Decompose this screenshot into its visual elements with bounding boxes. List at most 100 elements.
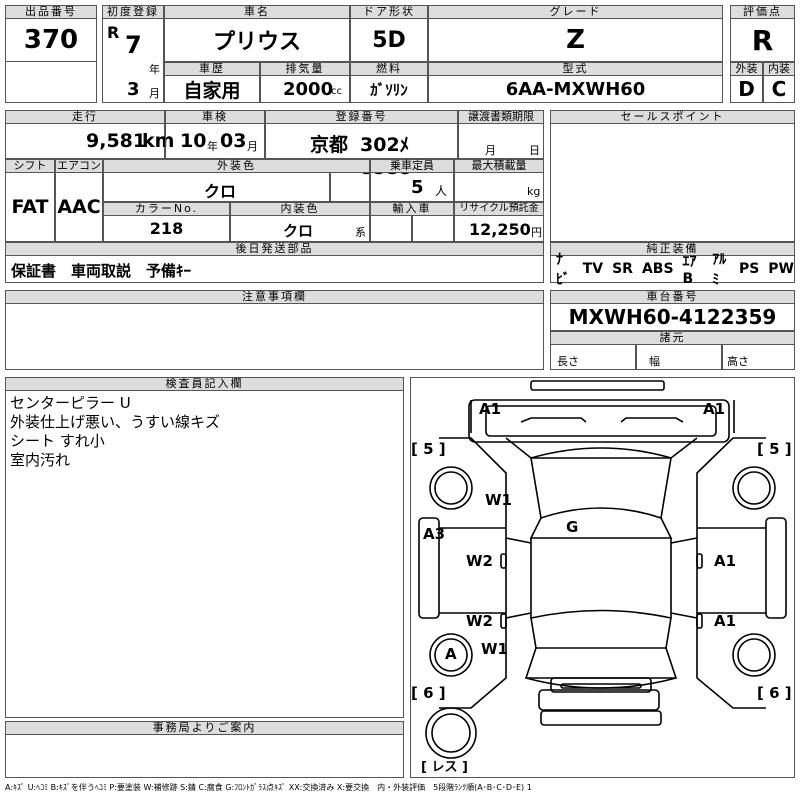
load-label: 最大積載量 xyxy=(454,159,544,173)
width-cell: 幅 xyxy=(636,344,722,370)
shift-label: シフト xyxy=(5,159,55,173)
inspector-line: センターピラー U xyxy=(10,394,131,412)
car-outline-svg xyxy=(418,380,787,759)
parts-cell: 保証書 車両取説 予備ｷｰ xyxy=(5,255,544,283)
equipment-list: ﾅﾋﾞ TV SR ABS ｴｱB ｱﾙﾐ PS PW xyxy=(550,252,795,288)
recycle: 12,250 xyxy=(469,220,531,239)
color-label: 外装色 xyxy=(103,159,370,173)
mileage: 9,581 xyxy=(86,130,147,152)
door-type: 5D xyxy=(350,18,428,62)
load-cell: kg xyxy=(454,172,544,202)
lot-label: 出品番号 xyxy=(5,5,97,19)
inspector-line: シート すれ小 xyxy=(10,432,105,450)
mileage-label: 走行 xyxy=(5,110,165,124)
length-cell: 長さ xyxy=(550,344,636,370)
import-cell-b xyxy=(412,215,454,242)
mileage-cell: 9,581 km xyxy=(5,123,174,159)
shift: FAT xyxy=(5,172,55,242)
notes-cell xyxy=(5,303,544,370)
inspector-line: 外装仕上げ悪い、うすい線キズ xyxy=(10,413,221,431)
inspector-notes: センターピラー U 外装仕上げ悪い、うすい線キズ シート すれ小 室内汚れ xyxy=(5,390,404,718)
equip-sr: SR xyxy=(612,261,633,277)
equip-tv: TV xyxy=(582,261,604,277)
cc-label: 排気量 xyxy=(260,62,350,76)
insp-month: 03 xyxy=(220,130,247,152)
int-score: C xyxy=(763,75,795,103)
car-name: プリウス xyxy=(164,18,350,62)
reg-cell: 京都 302ﾒ8959 xyxy=(265,123,458,179)
era: R xyxy=(107,23,120,42)
reg-month: 3 xyxy=(127,79,140,100)
mark-w2-rear-door: W2 xyxy=(466,612,493,630)
color-sub-cell xyxy=(330,172,370,202)
dims-label: 諸元 xyxy=(550,331,795,345)
import-cell-a xyxy=(370,215,412,242)
mark-g-windshield: G xyxy=(566,518,579,536)
height-cell: 高さ xyxy=(722,344,795,370)
parts-label: 後日発送部品 xyxy=(5,242,544,256)
equip-airbag: ｴｱB xyxy=(682,254,697,287)
office-label: 事務局よりご案内 xyxy=(5,721,404,735)
reg-pref: 京都 xyxy=(310,134,349,156)
mark-a1-front-right: A1 xyxy=(703,400,726,418)
equip-nav: ﾅﾋﾞ xyxy=(556,252,570,288)
mark-a1-right-rear-door: A1 xyxy=(714,612,737,630)
score: R xyxy=(730,18,795,62)
mark-a1-right-front-door: A1 xyxy=(714,552,737,570)
legend: A:ｷｽﾞ U:ﾍｺﾐ B:ｷｽﾞを伴うﾍｺﾐ P:要塗装 W:補修跡 S:錆 … xyxy=(5,783,532,792)
mark-spare-tire: [ レス ] xyxy=(421,760,468,775)
int-color-unit: 系 xyxy=(355,226,366,239)
model-label: 型式 xyxy=(428,62,723,76)
ext-label: 外装 xyxy=(730,62,763,76)
insp-month-unit: 月 xyxy=(247,140,258,153)
import-label: 輸入車 xyxy=(370,202,454,216)
cc-cell: 2000 cc xyxy=(260,75,350,103)
notes-label: 注意事項欄 xyxy=(5,290,544,304)
inspector-line: 室内汚れ xyxy=(10,451,71,469)
mark-a3-side: A3 xyxy=(423,525,446,543)
equipment-label: 純正装備 xyxy=(550,242,795,256)
lot-number: 370 xyxy=(5,18,97,62)
mark-a1-front-left: A1 xyxy=(479,400,502,418)
capacity-unit: 人 xyxy=(435,184,448,198)
lot-empty-cell xyxy=(5,61,97,103)
equip-alloy: ｱﾙﾐ xyxy=(712,252,727,288)
recycle-unit: 円 xyxy=(531,226,542,239)
first-reg-cell: R 7 年 3 月 xyxy=(102,18,164,103)
transfer-month: 月 xyxy=(485,144,496,157)
int-label: 内装 xyxy=(763,62,795,76)
fuel-label: 燃料 xyxy=(350,62,428,76)
grade: Z xyxy=(428,18,723,62)
inspection-cell: 10 年 03 月 xyxy=(165,123,265,159)
parts: 保証書 車両取説 予備ｷｰ xyxy=(11,262,192,280)
sales-cell xyxy=(550,123,795,242)
grade-label: グレード xyxy=(428,5,723,19)
history: 自家用 xyxy=(164,75,260,103)
year-unit: 年 xyxy=(149,63,160,76)
color-cell: クロ xyxy=(103,172,330,202)
inspector-label: 検査員記入欄 xyxy=(5,377,404,391)
mileage-unit: km xyxy=(142,130,175,152)
capacity: 5 xyxy=(411,177,424,198)
equip-ps: PS xyxy=(738,261,760,277)
equip-abs: ABS xyxy=(641,261,674,277)
office-cell xyxy=(5,734,404,778)
mark-a-rear-wheel: A xyxy=(445,645,457,663)
ac: AAC xyxy=(55,172,103,242)
mark-w1-front-fender: W1 xyxy=(485,491,512,509)
mark-tire-rear-right: [ 6 ] xyxy=(757,684,792,702)
damage-diagram: A1 A1 [ 5 ] [ 5 ] W1 G A3 W2 A1 W2 A1 W1… xyxy=(410,377,795,778)
color-no: 218 xyxy=(103,215,230,242)
ac-label: エアコン xyxy=(55,159,103,173)
fuel: ｶﾞｿﾘﾝ xyxy=(350,75,428,103)
transfer-cell: 月 日 xyxy=(458,123,544,159)
transfer-label: 譲渡書類期限 xyxy=(458,110,544,124)
month-unit: 月 xyxy=(149,87,160,100)
mark-tire-front-left: [ 5 ] xyxy=(411,440,446,458)
cc-unit: cc xyxy=(331,86,342,97)
first-reg-label: 初度登録 xyxy=(102,5,164,19)
cc: 2000 xyxy=(283,79,334,100)
insp-year-unit: 年 xyxy=(207,140,218,153)
model: 6AA-MXWH60 xyxy=(428,75,723,103)
